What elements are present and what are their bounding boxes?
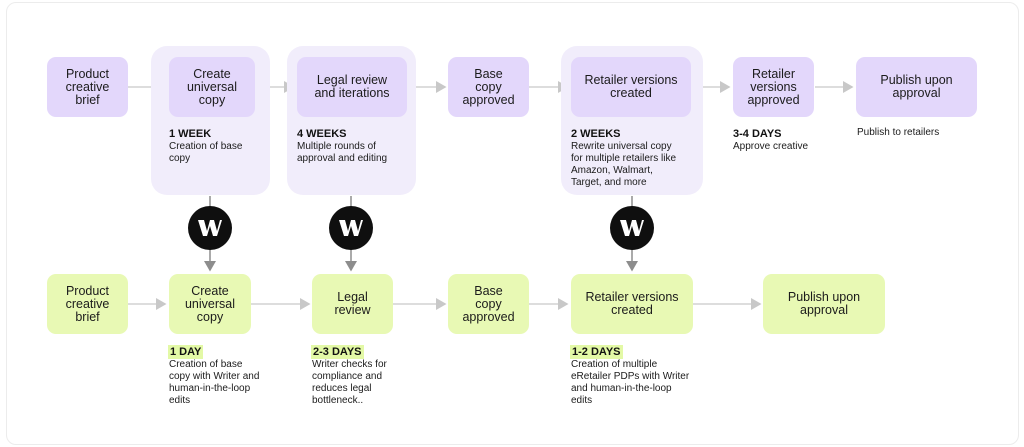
bottom-note-create-copy: Creation of base copy with Writer and hu…: [169, 359, 260, 406]
top-duration-create-copy: 1 WEEK: [169, 128, 212, 140]
bottom-note-legal-review: Writer checks for compliance and reduces…: [312, 359, 387, 406]
bottom-duration-create-copy: 1 DAY: [168, 345, 204, 359]
top-duration-legal-review: 4 WEEKS: [297, 128, 347, 140]
top-note-retailer-approved: Approve creative: [733, 141, 809, 152]
bottom-step-publish: Publish upon approval: [763, 274, 885, 334]
writer-logo-icon: [329, 206, 373, 250]
top-step-product-brief: Product creative brief: [47, 57, 128, 117]
bottom-duration-retailer-versions: 1-2 DAYS: [570, 345, 623, 359]
bottom-step-retailer-versions: Retailer versions created: [571, 274, 693, 334]
bottom-note-retailer-versions: Creation of multiple eRetailer PDPs with…: [571, 359, 690, 406]
top-step-retailer-approved: Retailer versions approved: [733, 57, 814, 117]
bottom-step-base-approved: Base copy approved: [448, 274, 529, 334]
top-step-legal-review: Legal review and iterations: [297, 57, 407, 117]
top-note-legal-review: Multiple rounds of approval and editing: [297, 141, 388, 164]
top-step-base-approved: Base copy approved: [448, 57, 529, 117]
top-note-publish: Publish to retailers: [857, 127, 940, 138]
bottom-step-create-copy: Create universal copy: [169, 274, 251, 334]
top-step-publish: Publish upon approval: [856, 57, 977, 117]
bottom-step-product-brief: Product creative brief: [47, 274, 128, 334]
top-duration-retailer-approved: 3-4 DAYS: [733, 128, 782, 140]
top-step-create-copy: Create universal copy: [169, 57, 255, 117]
top-note-retailer-versions: Rewrite universal copy for multiple reta…: [571, 141, 677, 188]
bottom-duration-legal-review: 2-3 DAYS: [311, 345, 364, 359]
top-note-create-copy: Creation of base copy: [169, 141, 243, 164]
writer-logo-icon: [188, 206, 232, 250]
top-step-retailer-versions: Retailer versions created: [571, 57, 691, 117]
bottom-step-legal-review: Legal review: [312, 274, 393, 334]
top-duration-retailer-versions: 2 WEEKS: [571, 128, 621, 140]
writer-logo-icon: [610, 206, 654, 250]
